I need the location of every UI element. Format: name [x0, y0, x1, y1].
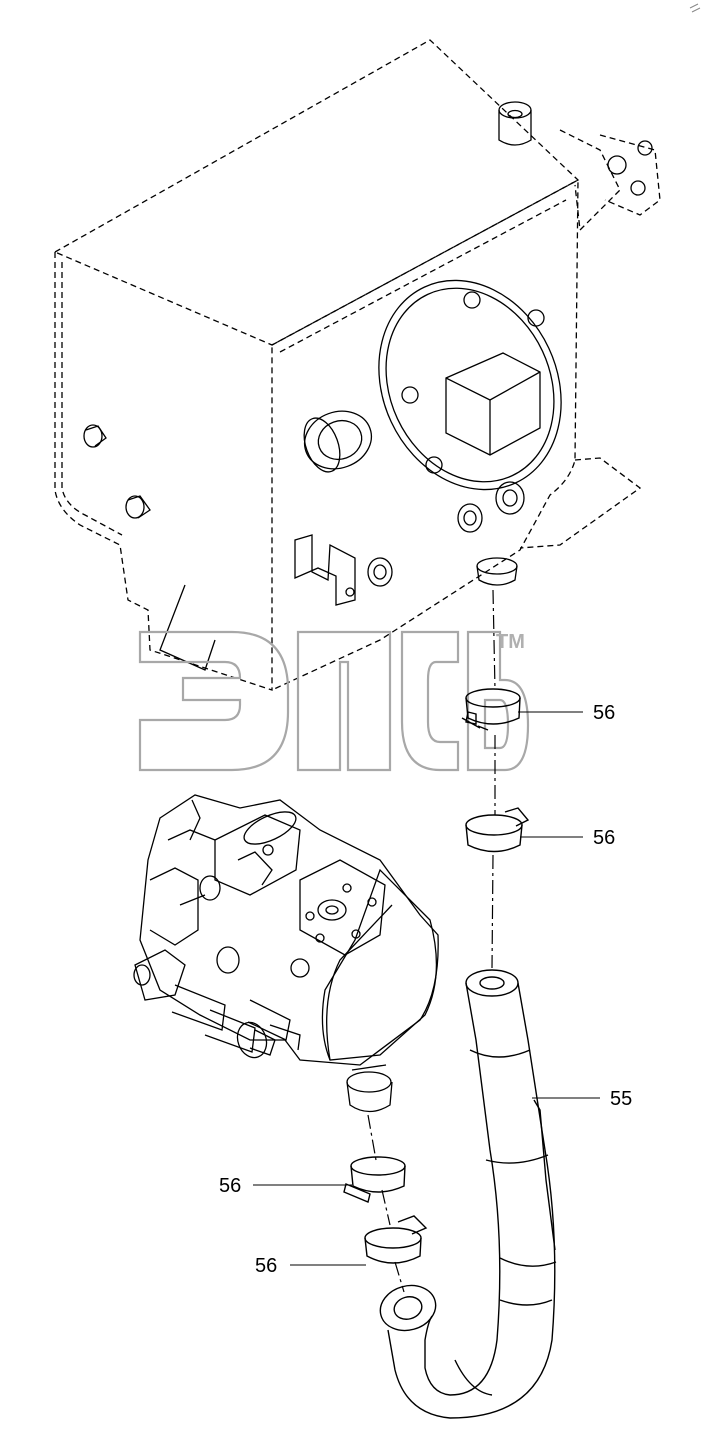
- hydraulic-tank: [53, 39, 661, 691]
- suction-hose: [379, 969, 557, 1419]
- watermark-tm: TM: [496, 631, 525, 653]
- callout-56-lower-1: 56: [219, 1175, 241, 1197]
- hose-clamp-upper-1: [461, 688, 521, 731]
- callout-56-upper-1: 56: [593, 702, 615, 724]
- hydraulic-pump: [133, 794, 439, 1113]
- corner-mark: [689, 3, 701, 13]
- hose-clamp-upper-2: [465, 807, 530, 853]
- assembly-centerlines: [367, 589, 496, 1293]
- hose-clamp-lower-2: [364, 1215, 428, 1264]
- callout-56-upper-2: 56: [593, 827, 615, 849]
- tank-details: [83, 101, 653, 671]
- callout-leaders: [253, 711, 600, 1266]
- callout-56-lower-2: 56: [255, 1255, 277, 1277]
- callout-55-hose: 55: [610, 1088, 632, 1110]
- hose-clamp-lower-1: [343, 1156, 406, 1203]
- watermark-logo: [138, 630, 530, 772]
